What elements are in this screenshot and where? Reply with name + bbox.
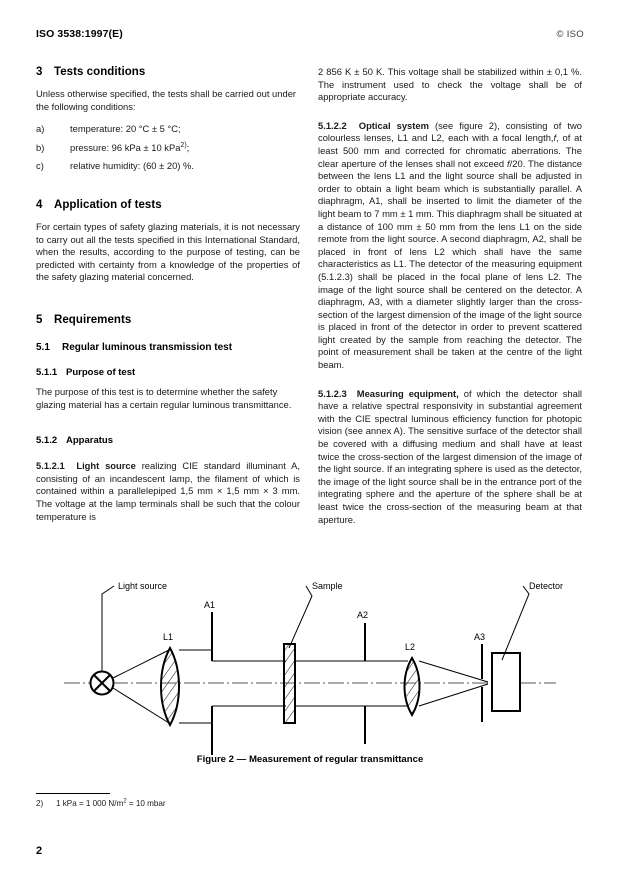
clause-4-number: 4 xyxy=(36,198,43,211)
list-text-b-tail: ; xyxy=(186,141,190,153)
light-source-leader xyxy=(101,585,115,671)
footnote-text-before: 1 kPa = 1 000 N/m xyxy=(56,799,124,808)
figure-label-l1: L1 xyxy=(163,632,173,642)
footnote-text-after: = 10 mbar xyxy=(126,799,166,808)
list-marker-a: a) xyxy=(36,123,45,135)
clause-5-number: 5 xyxy=(36,313,43,326)
figure-label-light-source: Light source xyxy=(118,581,167,591)
clause-5-1-number: 5.1 xyxy=(36,341,50,353)
clause-5-1-2-title: Apparatus xyxy=(66,435,113,447)
spacer xyxy=(36,179,300,199)
clause-5-1-2-1-lead: Light source xyxy=(76,460,136,472)
figure-label-sample: Sample xyxy=(312,581,343,591)
heading-clause-5-1: 5.1 Regular luminous transmission test xyxy=(36,342,300,353)
list-item: c) relative humidity: (60 ± 20) %. xyxy=(36,160,300,173)
clause-4-title: Application of tests xyxy=(54,198,162,211)
figure-label-a1: A1 xyxy=(204,600,215,610)
list-marker-c: c) xyxy=(36,160,44,172)
clause-5-1-2-1-number: 5.1.2.1 xyxy=(36,460,65,472)
figure-2-caption: Figure 2 — Measurement of regular transm… xyxy=(196,754,424,765)
clause-5-1-2-2-text-1: (see figure 2), consisting of two colour… xyxy=(318,119,582,144)
clause-5-1-2-number: 5.1.2 xyxy=(36,435,58,447)
lens-l1 xyxy=(160,645,180,728)
clause-3-intro: Unless otherwise specified, the tests sh… xyxy=(36,88,297,112)
heading-clause-5-1-1: 5.1.1 Purpose of test xyxy=(36,367,300,378)
figure-2-optical-diagram: Light source L1 A1 xyxy=(36,578,584,774)
spacer xyxy=(36,294,300,314)
symbol-focal-length-1: f xyxy=(553,132,557,144)
footnote-reference-2: 2) xyxy=(180,141,187,149)
list-text-a: temperature: 20 °C ± 5 °C; xyxy=(70,123,181,135)
detector-box xyxy=(491,652,521,712)
clause-5-1-2-3-lead: Measuring equipment, xyxy=(356,387,459,399)
right-column: 2 856 K ± 50 K. This voltage shall be st… xyxy=(318,66,582,536)
list-item: b) pressure: 96 kPa ± 10 kPa2); xyxy=(36,142,300,155)
figure-label-detector: Detector xyxy=(529,581,563,591)
heading-clause-3: 3 Tests conditions xyxy=(36,66,300,78)
continued-paragraph: 2 856 K ± 50 K. This voltage shall be st… xyxy=(318,66,582,103)
clause-5-1-title: Regular luminous transmission test xyxy=(62,341,233,353)
list-item: a) temperature: 20 °C ± 5 °C; xyxy=(36,123,300,136)
clause-5-1-1-paragraph: The purpose of this test is to determine… xyxy=(36,385,292,410)
figure-label-a2: A2 xyxy=(357,610,368,620)
page-number: 2 xyxy=(36,845,43,857)
footnote-2: 2) 1 kPa = 1 000 N/m2 = 10 mbar xyxy=(36,798,336,809)
footnote-exponent: 2 xyxy=(123,798,127,805)
clause-5-1-2-2-number: 5.1.2.2 xyxy=(318,119,347,131)
ray-upper-source-to-l1 xyxy=(112,649,170,679)
footnote-separator-rule xyxy=(36,793,110,794)
list-text-b: pressure: 96 kPa ± 10 kPa xyxy=(70,141,181,153)
clause-3-number: 3 xyxy=(36,66,43,78)
heading-clause-5: 5 Requirements xyxy=(36,314,300,326)
left-column: 3 Tests conditions Unless otherwise speci… xyxy=(36,66,300,533)
figure-label-a3: A3 xyxy=(474,632,485,642)
clause-3-title: Tests conditions xyxy=(54,66,146,78)
optical-system-schematic: Light source L1 A1 xyxy=(64,581,563,755)
figure-label-l2: L2 xyxy=(405,642,415,652)
ray-lower-l2-to-detector xyxy=(418,683,489,707)
clause-5-1-2-1-text: realizing CIE standard illuminant A, con… xyxy=(36,460,300,522)
detector-leader xyxy=(501,585,530,661)
test-conditions-list: a) temperature: 20 °C ± 5 °C; b) pressure:… xyxy=(36,123,300,173)
ray-upper-l2-to-detector xyxy=(418,660,489,683)
clause-5-1-2-1-paragraph: 5.1.2.1 Light source realizing CIE stand… xyxy=(36,460,300,523)
light-source-symbol xyxy=(89,670,115,696)
sample-leader xyxy=(288,585,313,649)
sample-plate xyxy=(283,643,296,724)
footnote-marker: 2) xyxy=(36,799,44,808)
lens-l2 xyxy=(403,656,421,717)
clause-5-1-2-3-number: 5.1.2.3 xyxy=(318,387,347,399)
heading-clause-4: 4 Application of tests xyxy=(36,199,300,211)
clause-5-1-2-2-text-3: /20. The distance between the lens L1 an… xyxy=(318,157,583,371)
clause-5-title: Requirements xyxy=(54,313,132,326)
clause-5-1-2-3-paragraph: 5.1.2.3 Measuring equipment, of which th… xyxy=(318,388,582,527)
standard-designation: ISO 3538:1997(E) xyxy=(36,28,123,40)
iso-copyright-mark: © ISO xyxy=(556,29,584,40)
running-header: ISO 3538:1997(E) © ISO xyxy=(36,28,584,44)
clause-5-1-1-title: Purpose of test xyxy=(66,366,136,378)
ray-lower-source-to-l1 xyxy=(112,687,170,724)
spacer xyxy=(36,421,300,435)
symbol-focal-length-2: f xyxy=(507,157,510,169)
clause-5-1-2-3-text: of which the detector shall have a relat… xyxy=(318,387,582,525)
clause-5-1-2-2-text-2: , of at least 500 mm and corrected for c… xyxy=(318,132,582,169)
clause-5-1-1-number: 5.1.1 xyxy=(36,366,58,378)
clause-4-paragraph: For certain types of safety glazing mate… xyxy=(36,220,300,283)
clause-5-1-2-2-lead: Optical system xyxy=(358,119,429,131)
list-text-c: relative humidity: (60 ± 20) %. xyxy=(70,160,194,172)
clause-5-1-2-2-paragraph: 5.1.2.2 Optical system (see figure 2), c… xyxy=(318,120,582,372)
list-marker-b: b) xyxy=(36,141,45,153)
heading-clause-5-1-2: 5.1.2 Apparatus xyxy=(36,435,300,446)
